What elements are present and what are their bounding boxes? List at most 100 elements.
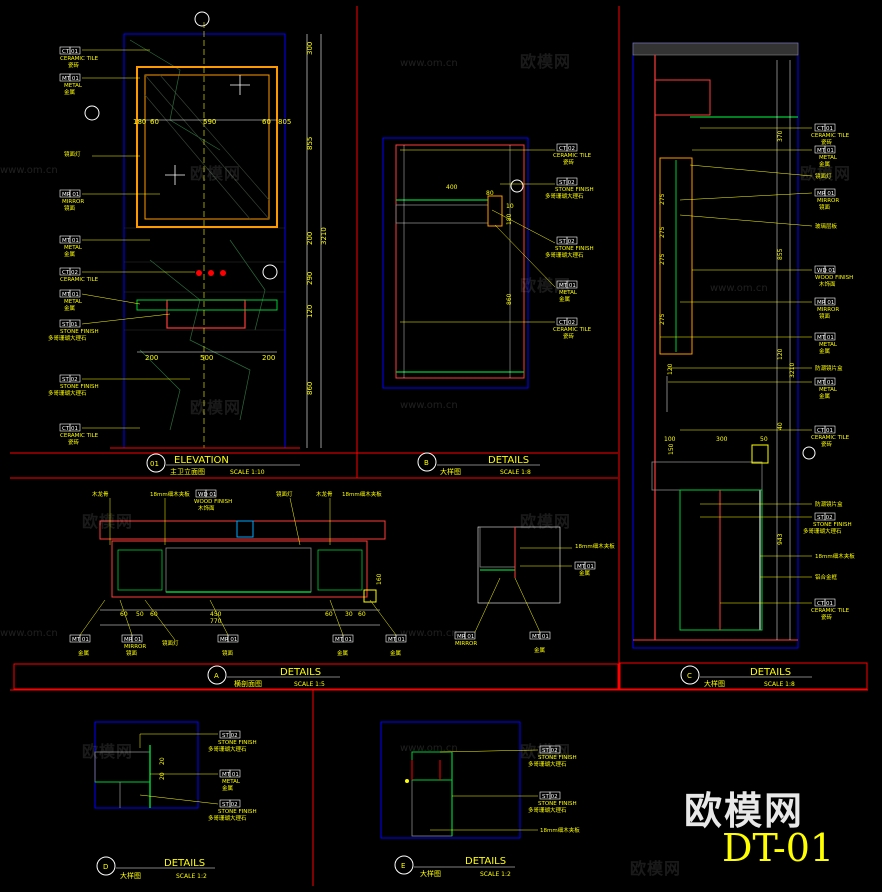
detc-dim-3: 275 xyxy=(659,253,666,265)
elev-dim-h-7: 805 xyxy=(278,118,291,126)
deta-bot-0-code: MT 01 xyxy=(72,637,89,643)
elev-label-9-en: CERAMIC TILE xyxy=(60,433,99,439)
detail-a-labels: 木龙骨 18mm细木夹板 镜面灯 木龙骨 18mm细木夹板 WD 01 WOOD… xyxy=(69,489,615,657)
elev-label-9-cn: 瓷砖 xyxy=(68,438,80,446)
detb-label-2-en: STONE FINISH xyxy=(555,246,594,252)
detc-dim-6: 120 xyxy=(777,348,784,360)
detail-e-ref: E xyxy=(401,862,405,870)
detail-b-subtitle: 大样图 xyxy=(440,467,461,476)
detc-label-12-en: STONE FINISH xyxy=(813,522,852,528)
detc-label-1-cn: 金属 xyxy=(819,160,830,168)
detc-label-14-cn: 铝合金框 xyxy=(815,573,838,581)
detb-label-2-code: ST 02 xyxy=(559,239,575,245)
detc-label-4-cn: 玻璃层板 xyxy=(815,222,838,230)
detail-a-ref: A xyxy=(214,672,219,680)
elev-dim-h-6: 60 xyxy=(262,118,271,126)
detail-c-drawing xyxy=(632,42,816,649)
elev-label-1-en: METAL xyxy=(64,83,83,89)
detail-d-drawing xyxy=(94,721,199,809)
detail-e-subtitle: 大样图 xyxy=(420,869,441,878)
dete-label-0-code: ST 02 xyxy=(542,748,558,754)
detb-label-3-cn: 金属 xyxy=(559,295,570,303)
detc-dim-12: 50 xyxy=(760,436,768,443)
sheet-number: DT-01 xyxy=(722,826,835,870)
deta-dim-1: 50 xyxy=(136,611,144,618)
elev-label-3-cn: 镜面 xyxy=(64,204,76,212)
detd-label-0-cn: 多哥珊瑚大理石 xyxy=(208,745,247,753)
detc-label-8-cn: 防潮镜片盒 xyxy=(815,364,843,372)
elev-label-6-cn: 金属 xyxy=(64,304,75,312)
watermark-url: www.om.cn xyxy=(400,58,458,69)
detail-c-subtitle: 大样图 xyxy=(704,679,725,688)
watermark-url: www.om.cn xyxy=(0,165,58,176)
watermark-url: www.om.cn xyxy=(400,743,458,754)
detail-e-title-block: E DETAILS 大样图 SCALE 1:2 xyxy=(394,855,515,878)
detd-label-1-en: METAL xyxy=(222,779,241,785)
deta-dim-3: 450 xyxy=(210,611,222,618)
detb-label-4-cn: 瓷砖 xyxy=(563,332,575,340)
detail-e-scale: SCALE 1:2 xyxy=(480,871,511,878)
deta-top-1: 18mm细木夹板 xyxy=(150,490,190,498)
detc-label-9-code: MT 01 xyxy=(817,380,834,386)
elev-label-8-cn: 多哥珊瑚大理石 xyxy=(48,389,87,397)
watermark-logo: 欧模网 xyxy=(82,742,134,761)
deta-side-2-code: MR 01 xyxy=(457,634,474,640)
detc-label-0-code: CT 01 xyxy=(817,126,833,132)
elevation-labels: CT 01 CERAMIC TILE 瓷砖 MT 01 METAL 金属 镜面灯… xyxy=(48,46,195,446)
elev-label-5-en: CERAMIC TILE xyxy=(60,277,99,283)
detd-dim-0: 20 xyxy=(159,757,166,765)
detail-c-scale: SCALE 1:8 xyxy=(764,681,795,688)
elevation-title-block: 01 ELEVATION 主卫立面图 SCALE 1:10 xyxy=(146,453,300,476)
detb-label-1-cn: 多哥珊瑚大理石 xyxy=(545,192,584,200)
deta-dim-7: 770 xyxy=(210,618,222,625)
deta-dim-6: 60 xyxy=(358,611,366,618)
deta-side-3-cn: 金属 xyxy=(534,646,545,654)
elev-label-6-code: MT 01 xyxy=(62,292,79,298)
elev-label-7-cn: 多哥珊瑚大理石 xyxy=(48,334,87,342)
deta-bot-4-code: MT 01 xyxy=(335,637,352,643)
elev-dim-v-4: 120 xyxy=(306,305,314,318)
detail-c-dims: 370 275 275 275 275 855 120 120 3210 100… xyxy=(659,130,796,545)
detc-label-1-en: METAL xyxy=(819,155,838,161)
detail-b-ref: B xyxy=(424,459,429,467)
detb-dim-2: 10 xyxy=(506,203,514,210)
dete-label-2-cn: 18mm细木夹板 xyxy=(540,826,580,834)
deta-wood-code: WD 01 xyxy=(198,492,216,498)
detd-label-2-code: ST 02 xyxy=(222,802,238,808)
brand-logo: 欧模网 xyxy=(684,789,805,833)
deta-wood-cn: 木饰面 xyxy=(198,504,215,512)
deta-bot-2-cn: 镜面灯 xyxy=(162,639,179,647)
elevation-dims: 300 855 200 290 120 860 3210 200 500 200… xyxy=(133,42,328,395)
detc-label-15-cn: 瓷砖 xyxy=(821,613,833,621)
elev-label-4-cn: 金属 xyxy=(64,250,75,258)
detail-c-title-block: C DETAILS 大样图 SCALE 1:8 xyxy=(680,665,812,688)
elevation-ref: 01 xyxy=(150,460,159,468)
detail-d-title: DETAILS xyxy=(164,858,205,869)
detd-dim-1: 20 xyxy=(159,772,166,780)
detail-a-scale: SCALE 1:5 xyxy=(294,681,325,688)
detb-label-4-code: CT 02 xyxy=(559,320,575,326)
detail-d-labels: ST 02 STONE FINISH 多哥珊瑚大理石 MT 01 METAL 金… xyxy=(139,730,257,822)
detb-label-1-en: STONE FINISH xyxy=(555,187,594,193)
deta-bot-1-en: MIRROR xyxy=(124,644,146,650)
deta-side-1-cn: 金属 xyxy=(579,569,590,577)
deta-top-2: 镜面灯 xyxy=(276,490,293,498)
detb-label-0-en: CERAMIC TILE xyxy=(553,153,592,159)
detail-b-title: DETAILS xyxy=(488,455,529,466)
detb-label-1-code: ST 02 xyxy=(559,180,575,186)
elev-dim-h-5: 590 xyxy=(203,118,216,126)
detb-label-4-en: CERAMIC TILE xyxy=(553,327,592,333)
elev-dim-h-4: 60 xyxy=(150,118,159,126)
deta-bot-4-cn: 金属 xyxy=(337,649,348,657)
detail-c-title: DETAILS xyxy=(750,667,791,678)
detail-a-dims: 60 50 60 450 60 30 60 770 160 xyxy=(120,573,383,625)
detail-d-dims: 20 20 xyxy=(159,757,166,780)
watermark-logo: 欧模网 xyxy=(520,742,572,761)
watermark-url: www.om.cn xyxy=(0,628,58,639)
detc-label-15-en: CERAMIC TILE xyxy=(811,608,850,614)
detail-b-labels: CT 02 CERAMIC TILE 瓷砖 ST 02 STONE FINISH… xyxy=(400,143,594,340)
detc-label-3-cn: 镜面 xyxy=(819,203,831,211)
detb-label-2-cn: 多哥珊瑚大理石 xyxy=(545,251,584,259)
detc-label-6-code: MR 01 xyxy=(817,300,834,306)
elev-dim-h-3: 180 xyxy=(133,118,146,126)
